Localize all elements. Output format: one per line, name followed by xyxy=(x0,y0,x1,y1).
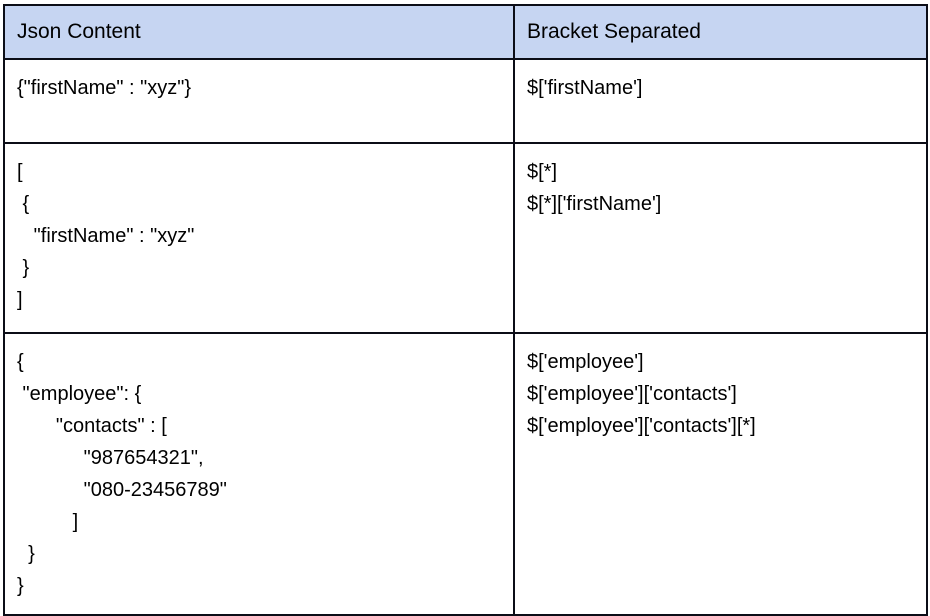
table-row: { "employee": { "contacts" : [ "98765432… xyxy=(3,332,928,616)
json-content-snippet-2: [ { "firstName" : "xyz" } ] xyxy=(17,161,195,311)
table-header: Json Content Bracket Separated xyxy=(3,4,928,60)
table-header-row: Json Content Bracket Separated xyxy=(3,4,928,60)
bracket-path-snippet-3: $['employee'] $['employee']['contacts'] … xyxy=(527,351,756,437)
json-content-snippet-3: { "employee": { "contacts" : [ "98765432… xyxy=(17,351,227,597)
jsonpath-comparison-table: Json Content Bracket Separated {"firstNa… xyxy=(3,4,928,616)
cell-json-content-3: { "employee": { "contacts" : [ "98765432… xyxy=(3,332,515,616)
table-row: {"firstName" : "xyz"} $['firstName'] xyxy=(3,58,928,144)
cell-bracket-separated-3: $['employee'] $['employee']['contacts'] … xyxy=(513,332,928,616)
json-content-snippet-1: {"firstName" : "xyz"} xyxy=(17,77,191,99)
table-row: [ { "firstName" : "xyz" } ] $[*] $[*]['f… xyxy=(3,142,928,334)
cell-bracket-separated-2: $[*] $[*]['firstName'] xyxy=(513,142,928,334)
bracket-path-snippet-2: $[*] $[*]['firstName'] xyxy=(527,161,662,215)
table-body: {"firstName" : "xyz"} $['firstName'] [ {… xyxy=(3,58,928,616)
bracket-path-snippet-1: $['firstName'] xyxy=(527,77,643,99)
cell-bracket-separated-1: $['firstName'] xyxy=(513,58,928,144)
column-header-json-content: Json Content xyxy=(3,4,515,60)
page-root: Json Content Bracket Separated {"firstNa… xyxy=(3,4,928,616)
cell-json-content-1: {"firstName" : "xyz"} xyxy=(3,58,515,144)
cell-json-content-2: [ { "firstName" : "xyz" } ] xyxy=(3,142,515,334)
column-header-bracket-separated: Bracket Separated xyxy=(513,4,928,60)
